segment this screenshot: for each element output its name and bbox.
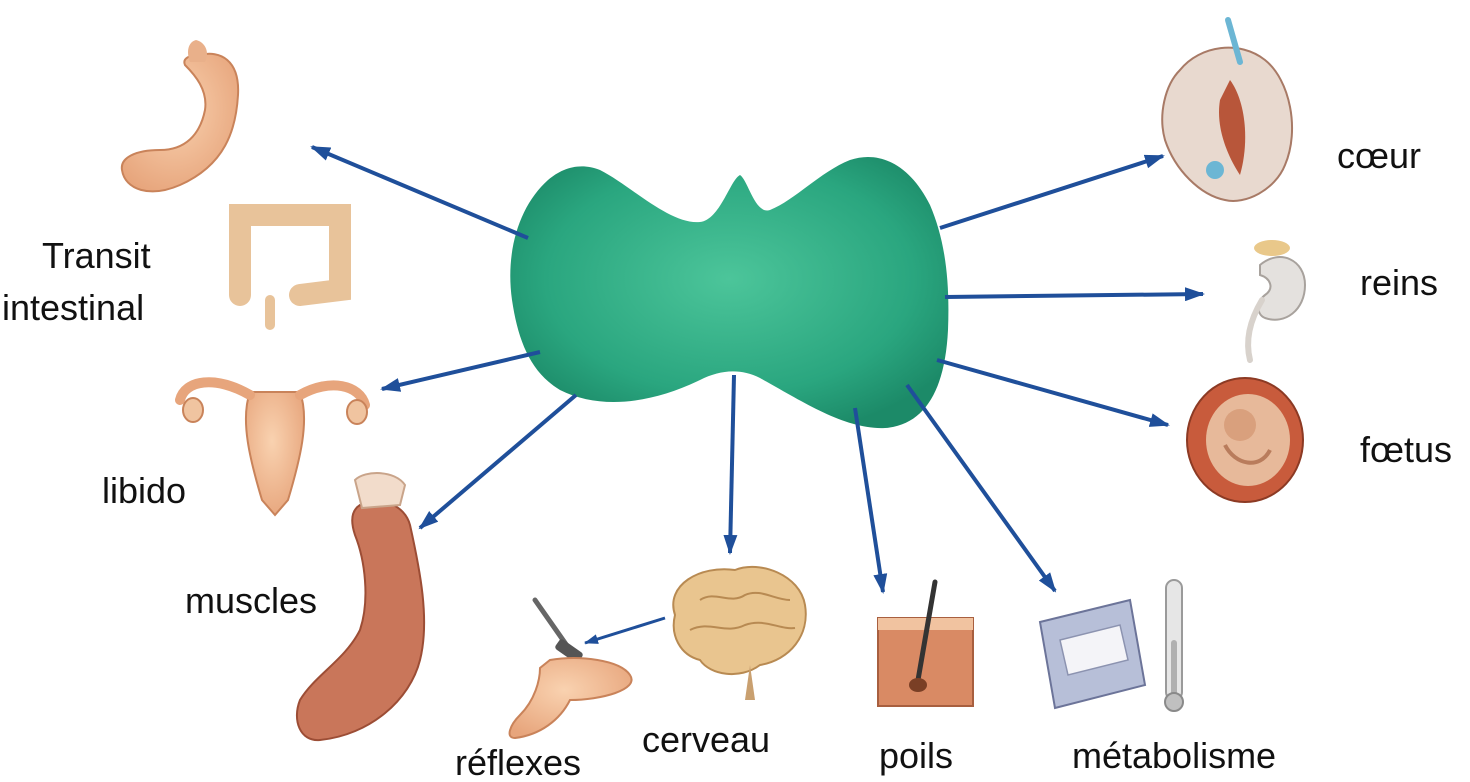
label-brain: cerveau xyxy=(642,719,770,760)
label-muscles: muscles xyxy=(185,580,317,621)
label-transit-line2: intestinal xyxy=(2,287,144,328)
stomach-icon xyxy=(122,40,238,191)
fetus-icon xyxy=(1187,378,1303,502)
arrow-to-kidneys xyxy=(945,294,1203,297)
label-reflexes: réflexes xyxy=(455,742,581,782)
label-fetus: fœtus xyxy=(1360,429,1452,470)
thyroid-gland xyxy=(510,157,948,428)
arrow-to-fetus xyxy=(937,360,1168,425)
arrow-to-muscles xyxy=(420,395,576,528)
brain-icon xyxy=(673,567,805,700)
label-hair: poils xyxy=(879,735,953,776)
reflex-hammer-leg-icon xyxy=(510,600,632,738)
arrow-brain-to-leg xyxy=(585,618,665,643)
intestine-icon xyxy=(240,215,340,325)
label-heart: cœur xyxy=(1337,135,1421,176)
kidney-icon xyxy=(1248,240,1305,360)
label-libido: libido xyxy=(102,470,186,511)
label-kidneys: reins xyxy=(1360,262,1438,303)
arrow-to-brain xyxy=(730,375,734,553)
arrow-to-metabolism xyxy=(907,385,1055,591)
arrow-to-uterus xyxy=(382,352,540,389)
arrow-to-hair xyxy=(855,408,883,592)
scale-thermometer-icon xyxy=(1040,580,1183,711)
heart-icon xyxy=(1162,20,1292,201)
arrow-to-heart xyxy=(940,156,1163,228)
uterus-icon xyxy=(180,382,367,515)
hair-skin-icon xyxy=(878,582,973,706)
label-metabolism: métabolisme xyxy=(1072,735,1276,776)
label-transit-line1: Transit xyxy=(42,235,151,276)
